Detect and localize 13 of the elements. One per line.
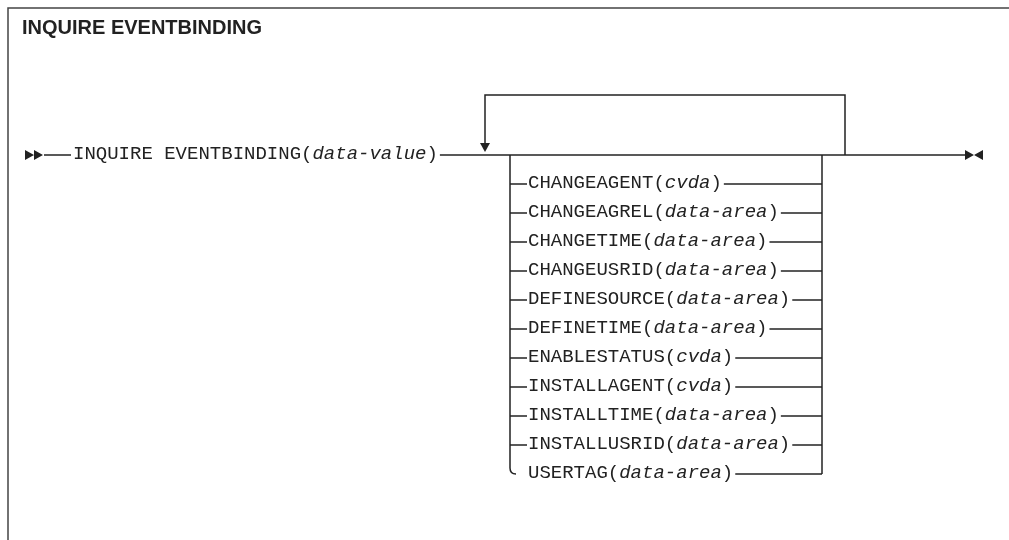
syntax-option: DEFINETIME(data-area) (528, 317, 768, 339)
syntax-option: CHANGEAGENT(cvda) (528, 172, 722, 194)
diagram-title: INQUIRE EVENTBINDING (22, 16, 263, 39)
syntax-command: INQUIRE EVENTBINDING(data-value) (73, 143, 438, 165)
syntax-option: CHANGETIME(data-area) (528, 230, 768, 252)
syntax-option: DEFINESOURCE(data-area) (528, 288, 791, 310)
syntax-option: INSTALLAGENT(cvda) (528, 375, 734, 397)
syntax-option: CHANGEUSRID(data-area) (528, 259, 779, 281)
syntax-option: USERTAG(data-area) (528, 462, 734, 484)
syntax-option: ENABLESTATUS(cvda) (528, 346, 734, 368)
syntax-option: INSTALLUSRID(data-area) (528, 433, 791, 455)
syntax-option: CHANGEAGREL(data-area) (528, 201, 779, 223)
syntax-option: INSTALLTIME(data-area) (528, 404, 779, 426)
